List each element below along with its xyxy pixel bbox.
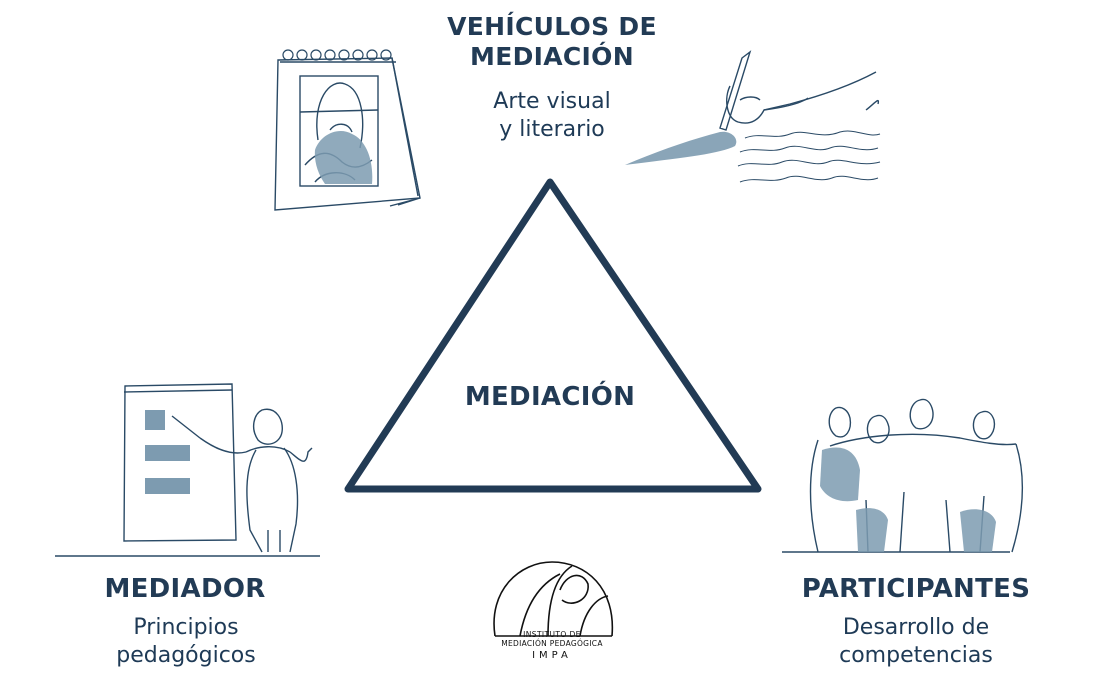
right-subtitle: Desarrollo de competencias	[839, 615, 993, 668]
logo-line-1: INSTITUTO DE	[523, 630, 581, 639]
center-title: MEDIACIÓN	[464, 382, 636, 412]
writing-stroke	[625, 131, 737, 165]
group-shading-2	[856, 508, 888, 552]
top-title: VEHÍCULOS DE MEDIACIÓN	[447, 12, 657, 71]
logo-line-2: MEDIACIÓN PEDAGÓGICA	[501, 639, 603, 648]
portrait-shading	[314, 131, 373, 184]
mediation-triangle	[344, 178, 762, 493]
logo-mark: IMPA	[532, 650, 572, 661]
board-bar-1	[145, 410, 165, 430]
top-subtitle: Arte visual y literario	[493, 89, 611, 142]
group-shading-3	[960, 509, 996, 552]
board-bar-3	[145, 478, 190, 494]
teacher-presenting-illustration	[55, 383, 320, 557]
right-title: PARTICIPANTES	[801, 574, 1031, 604]
left-title: MEDIADOR	[104, 574, 266, 604]
sketchbook-portrait-illustration	[274, 49, 421, 211]
board-bar-2	[145, 445, 190, 461]
institute-logo-text: INSTITUTO DE MEDIACIÓN PEDAGÓGICA IMPA	[472, 630, 632, 661]
hand-writing-illustration	[719, 50, 881, 183]
institute-logo-mark	[493, 561, 614, 637]
group-shading-1	[820, 447, 860, 502]
left-subtitle: Principios pedagógicos	[116, 615, 256, 668]
